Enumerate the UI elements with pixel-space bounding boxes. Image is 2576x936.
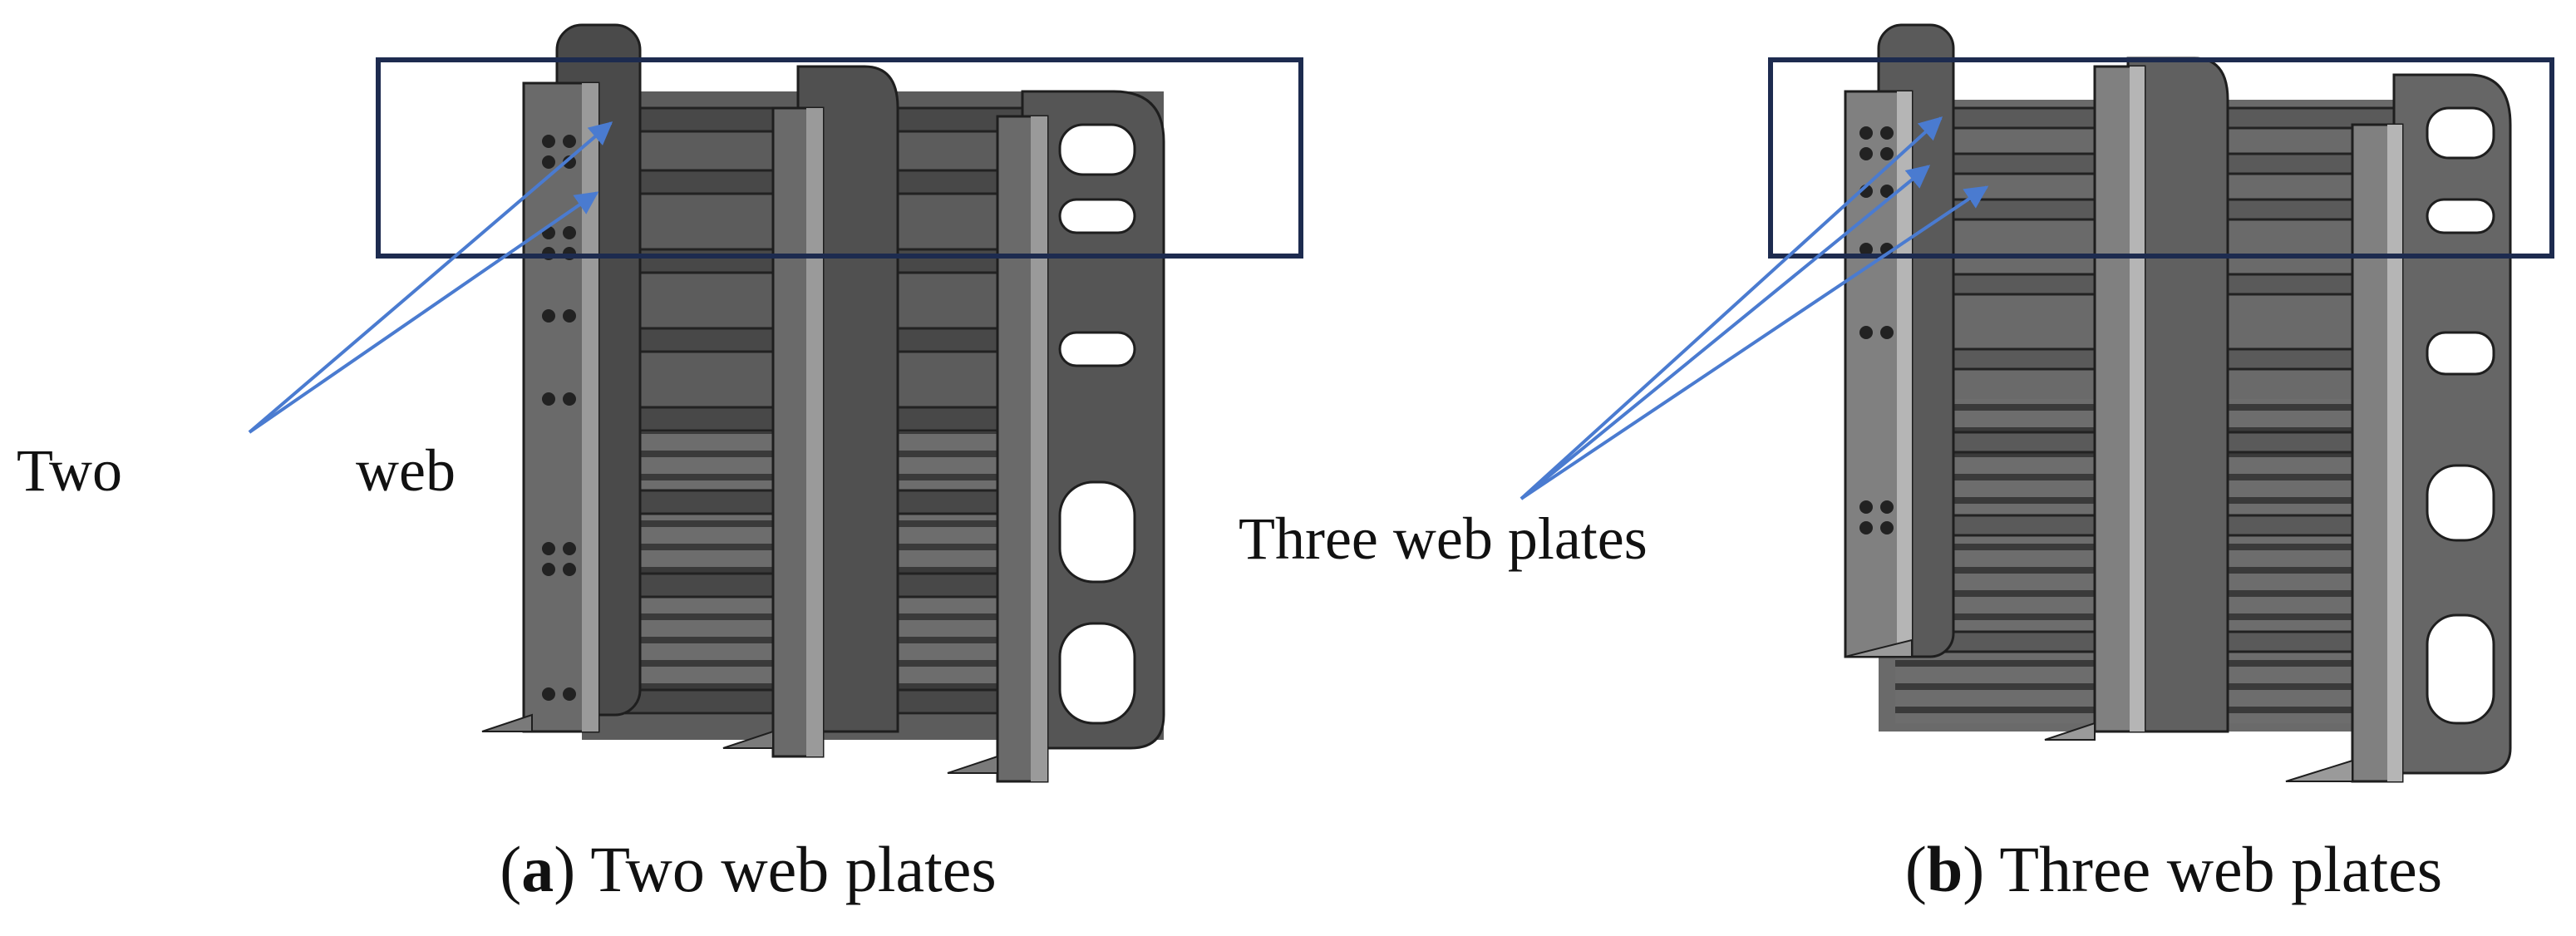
panel-b: Three web plates (b) Three web plates — [1239, 23, 2554, 905]
callout-arrows-b — [1519, 116, 1989, 500]
caption-a: (a) Two web plates — [500, 833, 996, 905]
caption-b: (b) Three web plates — [1905, 833, 2442, 905]
frame-illustration-a — [481, 23, 1165, 783]
callout-arrows-a — [248, 121, 613, 434]
callout-label-a-two: Two — [17, 437, 122, 504]
highlight-box-a — [376, 57, 1303, 259]
frame-illustration-b — [1844, 23, 2512, 783]
callout-label-b: Three web plates — [1239, 505, 1648, 572]
highlight-box-b — [1768, 57, 2554, 259]
callout-label-a-web: web — [356, 437, 456, 504]
panel-a: Two web (a) Two web plates — [17, 23, 1303, 905]
